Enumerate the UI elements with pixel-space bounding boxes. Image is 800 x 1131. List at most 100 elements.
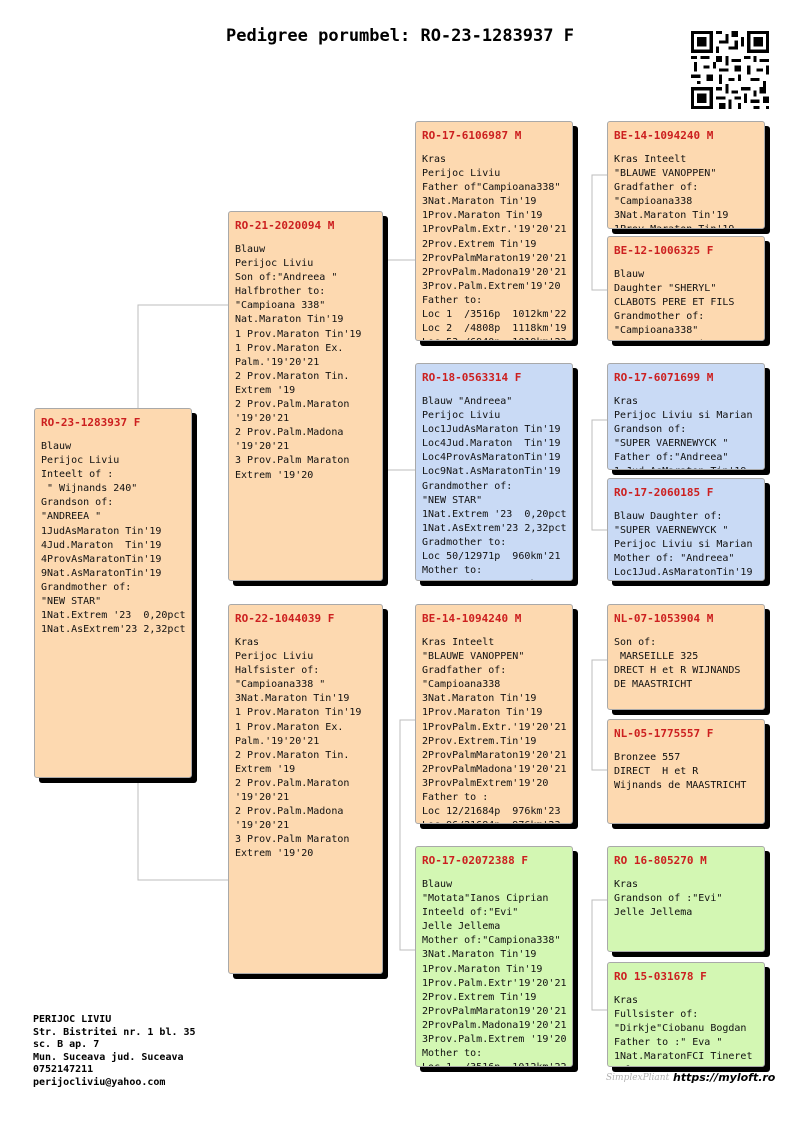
card-line: Blauw Daughter of:: [614, 511, 723, 522]
card-line: "BLAUWE VANOPPEN": [422, 651, 525, 663]
brand-signature: SimplexPliant: [606, 1073, 670, 1083]
card-line: 2ProvPalmMaraton19'20'21: [422, 252, 567, 264]
card-line: DIRECT H et R: [614, 766, 699, 778]
card-line: Father to:: [422, 294, 483, 306]
card-line: Loc 114/21684p 976km'23: [422, 578, 566, 580]
ring-number: RO-17-2060185 F: [614, 486, 714, 499]
card-line: Kras Inteelt: [614, 154, 687, 165]
card-line: Palmares 2017: [614, 1064, 758, 1066]
card-line: 1ProvPalm.Extr.'19'20'21: [422, 224, 567, 236]
card-line: CLABOTS PERE ET FILS: [614, 297, 735, 309]
card-line: 1Nat.Extrem '23 0,20pct: [41, 610, 186, 622]
card-line: Grandson of:: [41, 497, 114, 509]
ring-number: RO-17-6106987 M: [422, 129, 522, 142]
card-details: Kras Inteelt"BLAUWE VANOPPEN"Gradfather …: [614, 153, 758, 228]
card-line: Loc9Nat.AsMaratonTin'19: [422, 466, 561, 478]
card-line: Perijoc Liviu si Marian: [614, 539, 753, 551]
card-line: Father of"Campioana338": [422, 182, 561, 194]
card-line: Son of:: [614, 637, 657, 648]
owner-email[interactable]: perijocliviu@yahoo.com: [33, 1076, 166, 1088]
ring-number: RO-23-1283937 F: [41, 416, 141, 429]
card-line: "Dirkje"Ciobanu Bogdan: [614, 1023, 747, 1035]
card-line: "Motata"Ianos Ciprian: [422, 893, 549, 905]
card-line: "Campioana338: [614, 196, 693, 208]
card-line: 2Prov.Extrem Tin'19: [422, 238, 537, 250]
card-line: Grandson of:: [614, 424, 687, 436]
card-line: 1JudAsMaraton Tin'19: [41, 525, 162, 537]
card-line: 4ProvAsMaratonTin'19: [41, 553, 162, 565]
card-line: Blauw "Andreea": [422, 396, 513, 407]
owner-building: sc. B ap. 7: [33, 1039, 100, 1051]
card-line: 2 Prov.Maraton Tin.: [235, 370, 350, 382]
card-line: Jelle Jellema: [614, 907, 693, 919]
card-line: Grandson of :"Evi": [614, 893, 723, 905]
card-line: 9Nat.AsMaratonTin'19: [41, 567, 162, 579]
card-line: 1Prov.Maraton Tin'19: [422, 963, 543, 975]
card-line: '19'20'21: [235, 820, 290, 832]
card-line: Wijnands de MAASTRICHT: [614, 780, 747, 792]
pedigree-card-dam-sire: BE-14-1094240 M Kras Inteelt"BLAUWE VANO…: [415, 604, 573, 824]
card-line: Loc4Jud.Maraton Tin'19: [422, 438, 561, 450]
card-line: "Campioana338": [614, 325, 699, 337]
card-line: Gradfather of:: [422, 665, 507, 677]
card-line: "NEW STAR": [41, 596, 102, 608]
card-line: 2 Prov.Palm.Maraton: [235, 777, 350, 789]
website-link[interactable]: https://myloft.ro: [673, 1071, 776, 1084]
card-line: '19'20'21: [235, 441, 290, 453]
card-line: "NEW STAR": [422, 494, 483, 506]
owner-street: Str. Bistritei nr. 1 bl. 35: [33, 1026, 196, 1038]
card-line: 2ProvPalmMaraton19'20'21: [422, 1005, 567, 1017]
card-line: Loc 96/21684p 976km'23: [422, 819, 566, 823]
card-line: Blauw: [235, 244, 266, 255]
card-line: '19'20'21: [235, 413, 290, 425]
ring-number: NL-07-1053904 M: [614, 612, 714, 625]
card-line: 1Nat.Extrem '23 0,20pct: [422, 508, 567, 520]
card-line: Father to :: [422, 792, 489, 804]
ring-number: RO 16-805270 M: [614, 854, 707, 867]
card-line: Halfsister of:: [235, 665, 320, 677]
qr-code: [691, 31, 769, 109]
card-line: Blauw: [614, 269, 645, 280]
pedigree-card-dam-dam: RO-17-02072388 F Blauw"Motata"Ianos Cipr…: [415, 846, 573, 1067]
card-line: 3ProvPalmExtrem'19'20: [422, 777, 549, 789]
ring-number: BE-12-1006325 F: [614, 244, 714, 257]
card-line: 2ProvPalm.Madona19'20'21: [422, 266, 567, 278]
card-line: Extrem '19: [235, 763, 296, 775]
card-line: "Campioana338 ": [235, 679, 326, 691]
card-line: 1 Jud.AsMaraton Tin'19: [614, 465, 758, 469]
ring-number: BE-14-1094240 M: [614, 129, 714, 142]
card-line: Blauw: [41, 441, 72, 452]
ring-number: RO-22-1044039 F: [235, 612, 335, 625]
card-line: Extrem '19'20: [235, 848, 314, 860]
owner-phone: 0752147211: [33, 1064, 94, 1076]
card-line: 3Nat.Maraton Tin'19: [422, 949, 537, 961]
card-line: Nat.Maraton Tin'19: [235, 314, 344, 326]
card-line: 2ProvPalmMaraton19'20'21: [422, 749, 567, 761]
card-line: Perijoc Liviu: [422, 410, 501, 422]
card-line: Bronzee 557: [614, 752, 681, 763]
card-line: 2 Prov.Palm.Madona: [235, 427, 344, 439]
card-line: Inteelt of :: [41, 469, 114, 481]
card-line: MARSEILLE 325: [614, 651, 699, 663]
card-line: Jelle Jellema: [422, 921, 501, 933]
ring-number: RO 15-031678 F: [614, 970, 707, 983]
card-line: Loc 1 /3516p 1012km'22: [422, 309, 567, 321]
owner-city: Mun. Suceava jud. Suceava: [33, 1051, 184, 1063]
card-line: 2ProvPalm.Madona19'20'21: [422, 1019, 567, 1031]
card-line: Perijoc Liviu si Marian: [614, 410, 753, 422]
card-line: 1 Prov.Maraton Ex.: [235, 721, 344, 733]
card-line: 3Nat.Maraton Tin'19: [235, 693, 350, 705]
card-line: Gradmother to:: [422, 536, 507, 548]
